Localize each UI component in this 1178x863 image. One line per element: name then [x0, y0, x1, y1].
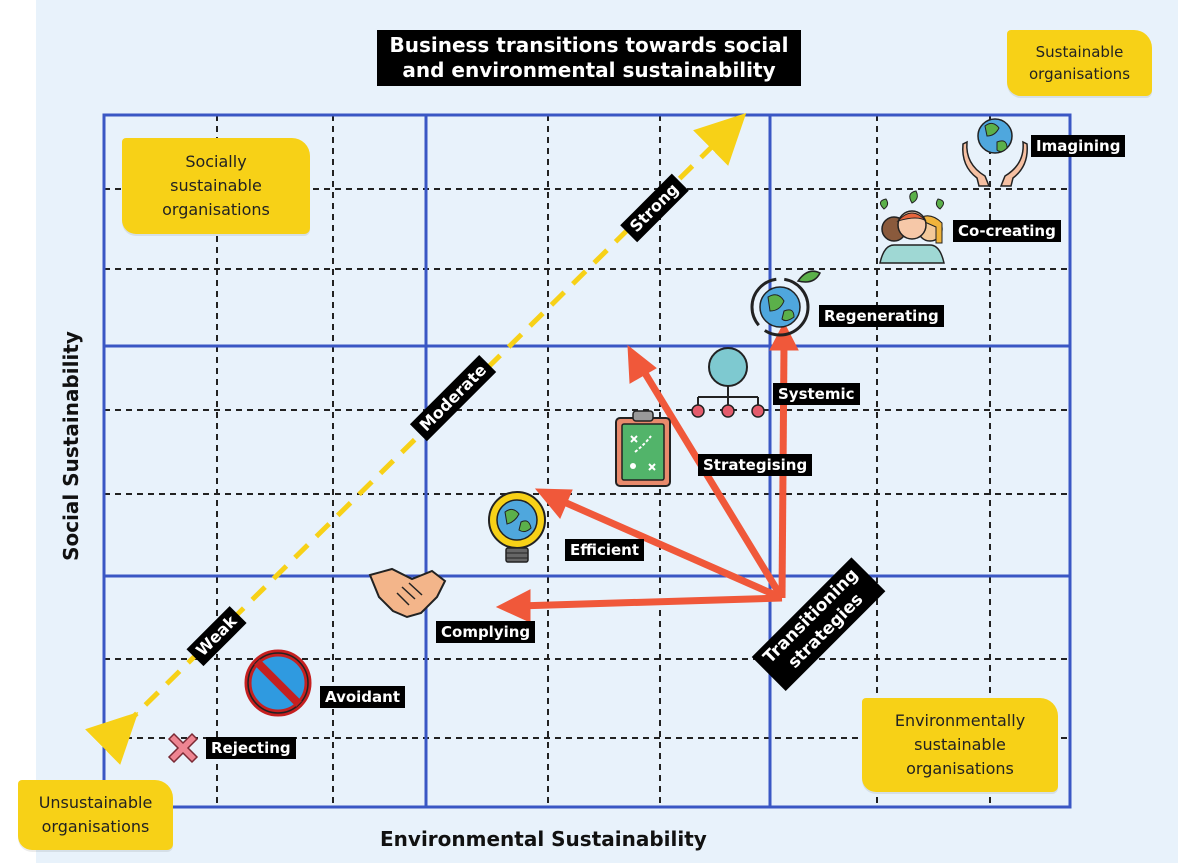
prohibited-icon [244, 649, 312, 717]
strategy-clipboard-icon [615, 410, 671, 487]
arrow-head-regenerating [769, 321, 799, 351]
label-strategising: Strategising [698, 454, 813, 476]
diagram-title-container: Business transitions towards social and … [0, 30, 1178, 86]
hands-holding-globe-icon [962, 118, 1028, 187]
regenerating-globe-icon [750, 270, 822, 337]
arrow-head-complying [495, 589, 531, 623]
note-sustainable-organisations: Sustainable organisations [1007, 30, 1152, 96]
note-unsustainable-organisations: Unsustainable organisations [18, 780, 173, 850]
label-imagining: Imagining [1031, 135, 1126, 157]
people-group-icon [879, 190, 945, 264]
y-axis-label: Social Sustainability [59, 331, 83, 561]
arrow-to-complying [517, 594, 783, 610]
label-co-creating: Co-creating [953, 220, 1061, 242]
arrow-to-strategising [637, 363, 785, 600]
label-systemic: Systemic [773, 383, 860, 405]
label-avoidant: Avoidant [320, 686, 406, 708]
arrow-to-efficient [553, 494, 784, 602]
label-complying: Complying [436, 621, 536, 643]
lightbulb-globe-icon [488, 491, 546, 563]
label-efficient: Efficient [565, 539, 645, 561]
diagram-title: Business transitions towards social and … [377, 30, 801, 86]
network-hierarchy-icon [691, 347, 765, 418]
x-axis-label: Environmental Sustainability [380, 827, 707, 851]
label-regenerating: Regenerating [819, 305, 944, 327]
arrow-head-efficient [534, 488, 573, 519]
arrow-head-strategising [627, 344, 657, 384]
note-socially-sustainable: Socially sustainable organisations [122, 138, 310, 234]
note-environmentally-sustainable: Environmentally sustainable organisation… [862, 698, 1058, 792]
label-rejecting: Rejecting [206, 737, 296, 759]
handshake-icon [368, 567, 447, 619]
x-mark-icon [167, 732, 199, 764]
